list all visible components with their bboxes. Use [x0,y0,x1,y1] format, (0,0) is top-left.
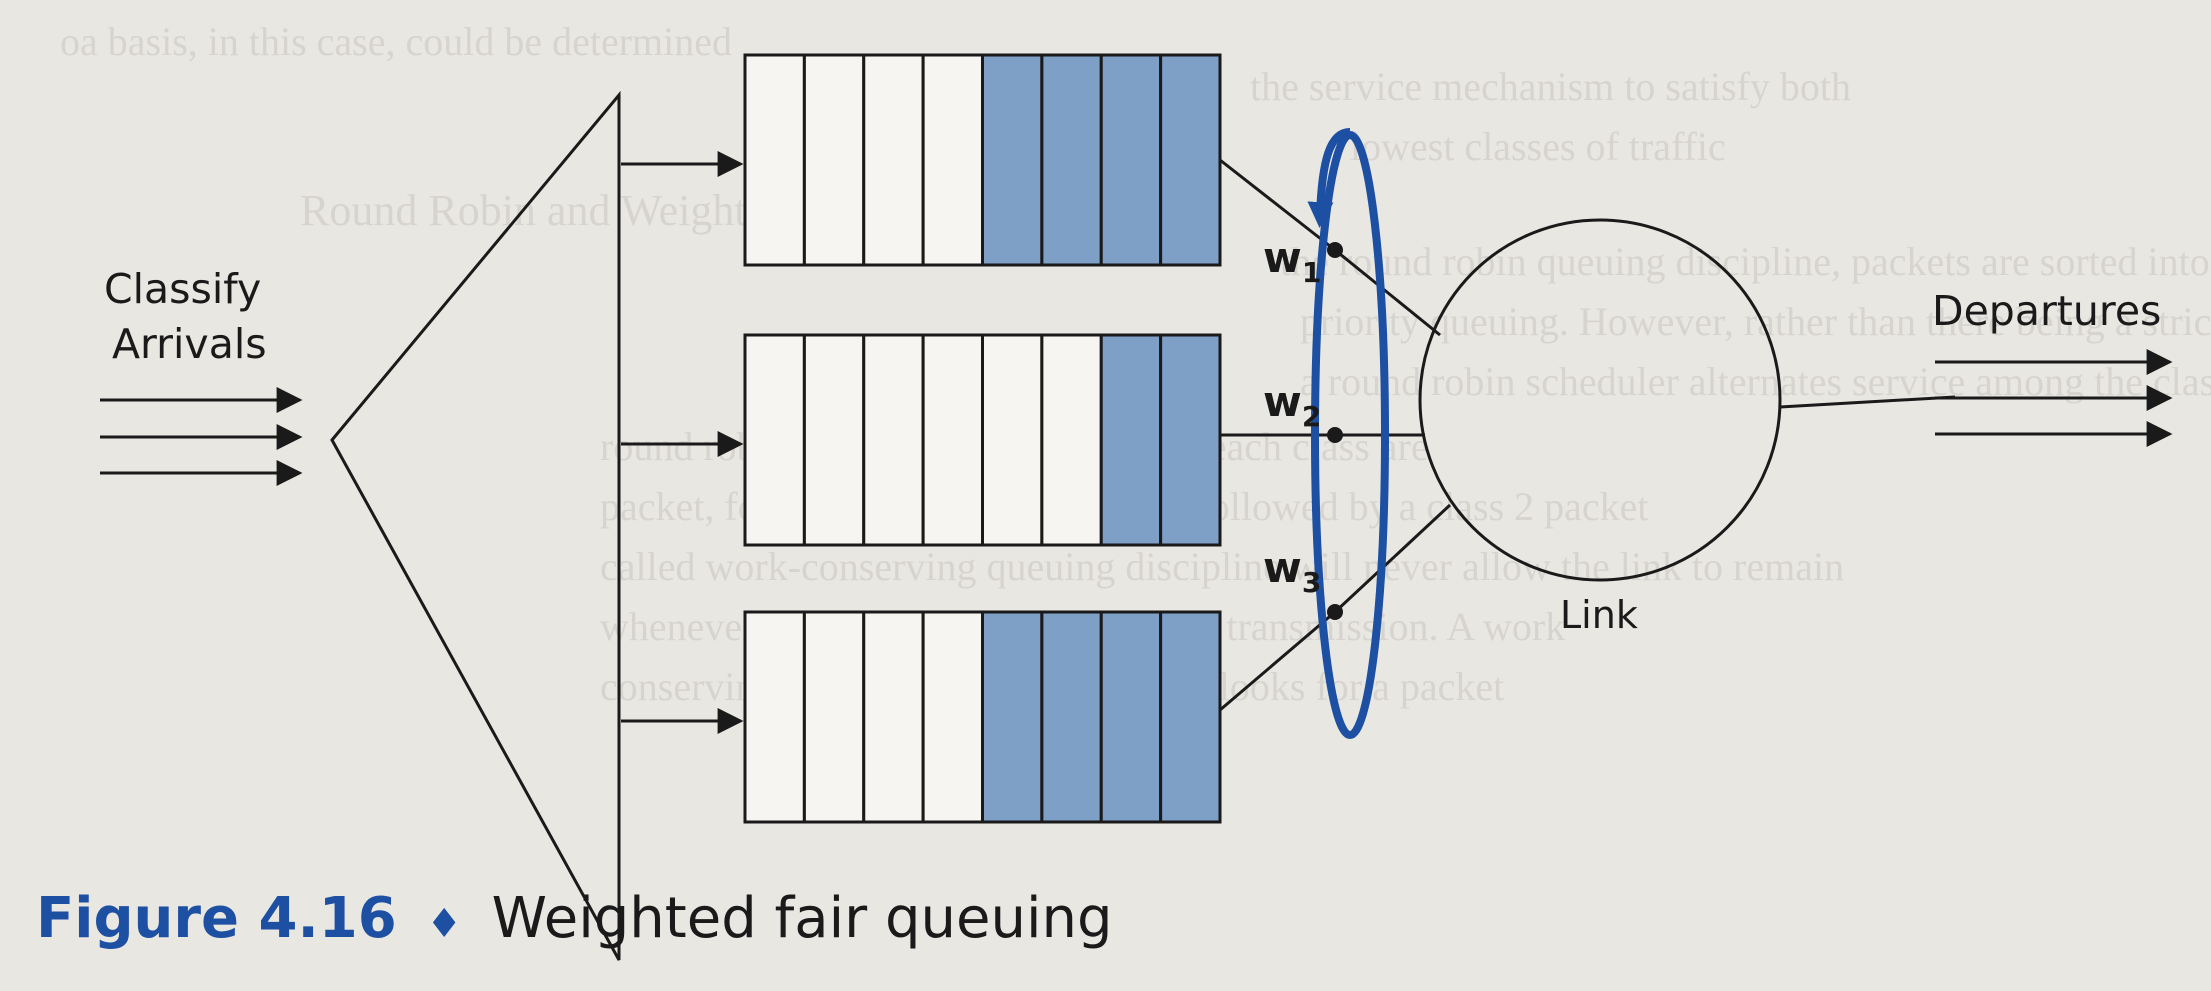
queue-slot-empty [862,610,925,824]
connector-line [1334,248,1441,337]
bleed-line: oa basis, in this case, could be determi… [60,19,732,64]
queue-slot-empty [743,610,806,824]
weight-label-w3: w3 [1263,543,1321,599]
weight-label-w2: w2 [1263,377,1321,433]
weight-dot-w1 [1327,242,1343,258]
queue-slot-empty [921,610,984,824]
bleed-line: the service mechanism to satisfy both [1250,64,1851,109]
queue-slot-filled [1159,610,1222,824]
queue-slot-empty [862,333,925,547]
queue-slot-empty [802,53,866,267]
arrival-arrows [100,387,303,486]
round-robin-arrow-icon [1307,128,1351,228]
queue-slot-empty [862,53,925,267]
bleed-line: called work-conserving queuing disciplin… [600,544,1844,589]
link-label: Link [1560,593,1638,637]
weight-dot-w3 [1327,604,1343,620]
queue-slot-empty [1040,333,1103,547]
figure-caption: Figure 4.16 ♦ Weighted fair queuing [36,886,1113,951]
queue-slot-empty [802,610,866,824]
queue-slot-empty [921,333,984,547]
figure-number: Figure 4.16 [36,886,397,951]
weight-label-w1: w1 [1263,233,1321,289]
departure-arrows [1935,349,2173,447]
queue-slot-empty [802,333,866,547]
departures-label: Departures [1932,287,2161,335]
link-circle [1418,218,1782,582]
queue-slot-empty [981,333,1044,547]
queue-slot-filled [1159,53,1222,267]
bleed-line: Round Robin and Weighted [300,186,788,235]
weight-points [1327,242,1343,620]
link-output-line [1779,395,1956,409]
bleed-line: the round robin queuing discipline, pack… [1280,239,2211,284]
connector-line [1333,503,1452,614]
arrivals-label: Arrivals [112,320,267,368]
queue-slot-filled [981,610,1044,824]
queue-slot-filled [1040,610,1103,824]
bleed-line: lowest classes of traffic [1350,124,1726,169]
queue-slot-empty [743,53,806,267]
caption-separator-icon: ♦ [426,901,462,947]
queue-slot-filled [1099,333,1163,547]
queue-2 [743,333,1222,547]
figure-title: Weighted fair queuing [492,886,1113,951]
queue-slot-filled [981,53,1044,267]
queue-slot-empty [921,53,984,267]
queue-3 [743,610,1222,824]
classifier-output-arrows [621,151,744,734]
queue-1 [743,53,1222,267]
queue-slot-filled [1099,610,1163,824]
classifier-shape [330,90,621,961]
connector-line [1219,158,1336,252]
queues [743,53,1222,824]
queue-slot-filled [1159,333,1222,547]
connector-line [1219,610,1336,712]
queue-slot-empty [743,333,806,547]
queue-slot-filled [1099,53,1163,267]
scheduler-to-link-lines [1333,248,1452,614]
queue-slot-filled [1040,53,1103,267]
weight-labels: w1 w2 w3 [1263,233,1321,599]
classify-label: Classify [104,265,261,313]
weight-dot-w2 [1327,427,1343,443]
